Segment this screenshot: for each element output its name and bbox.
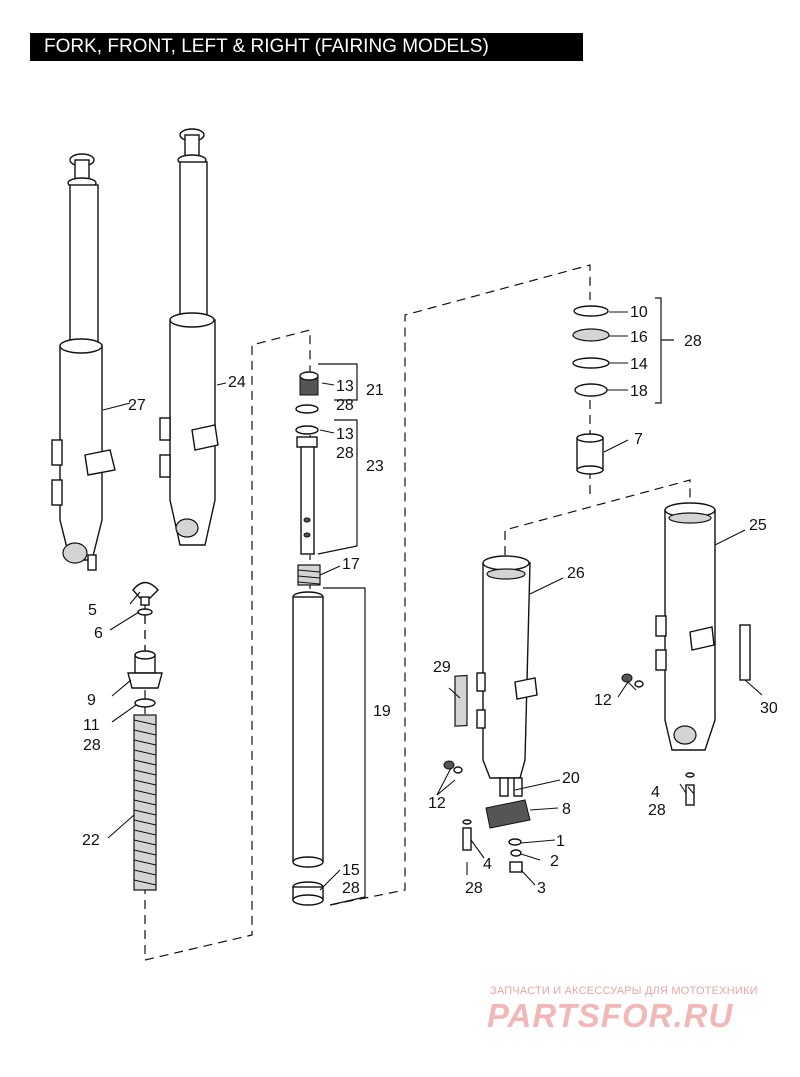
fork-slider-25: [655, 502, 716, 751]
damper-rod-assembly-23: [295, 371, 319, 555]
callout-28-seals: 28: [684, 333, 702, 350]
callout-28-bolt-left: 28: [465, 880, 483, 897]
bracket-23: [317, 419, 358, 555]
callout-28-bushing: 28: [342, 880, 360, 897]
callout-4-right: 4: [651, 784, 660, 801]
callout-28-upper: 28: [336, 397, 354, 414]
bracket-21: [318, 363, 358, 401]
callout-19: 19: [373, 703, 391, 720]
callout-7: 7: [634, 431, 643, 448]
callout-9: 9: [87, 692, 96, 709]
callout-12-right: 12: [594, 692, 612, 709]
bushing-18: [574, 383, 608, 397]
cap-5: [132, 581, 159, 606]
bracket-19: [323, 587, 366, 906]
nut-3: [509, 861, 523, 873]
callout-11: 11: [83, 717, 100, 734]
callout-20: 20: [562, 770, 580, 787]
fork-tube-assembly-24: [159, 128, 219, 546]
callout-10: 10: [630, 304, 648, 321]
callout-12-left: 12: [428, 795, 446, 812]
callout-17: 17: [342, 556, 360, 573]
callout-24: 24: [228, 374, 246, 391]
bolt-4-left: [462, 819, 472, 851]
callout-23: 23: [366, 458, 384, 475]
callout-13-upper: 13: [336, 378, 354, 395]
callout-28-spring: 28: [83, 737, 101, 754]
reflector-29: [454, 674, 468, 727]
bracket-28-seals: [655, 297, 674, 404]
reflector-30: [739, 624, 751, 681]
callout-18: 18: [630, 383, 648, 400]
axle-holder-8: [485, 799, 531, 829]
callout-8: 8: [562, 801, 571, 818]
callout-1: 1: [556, 833, 565, 850]
retaining-ring-10: [573, 305, 609, 317]
callout-15: 15: [342, 862, 360, 879]
callout-30: 30: [760, 700, 778, 717]
fork-tube-assembly-27: [51, 153, 116, 571]
rebound-spring-17: [297, 564, 321, 586]
washer-14: [572, 357, 610, 369]
callout-5: 5: [88, 602, 97, 619]
callout-labels: 5 6 9 11 28 22 27 24 13 28 21 13 28 23 1…: [82, 304, 778, 897]
callout-21: 21: [366, 382, 384, 399]
leader-lines: [102, 311, 763, 891]
callout-3: 3: [537, 880, 546, 897]
callout-26: 26: [567, 565, 585, 582]
callout-28-bolt-right: 28: [648, 802, 666, 819]
seal-16: [572, 328, 610, 342]
bolt-4-right: [685, 772, 695, 806]
fork-slider-26: [476, 555, 538, 797]
callout-29: 29: [433, 659, 451, 676]
fork-spring-22: [133, 714, 157, 891]
diagram-title: FORK, FRONT, LEFT & RIGHT (FAIRING MODEL…: [30, 33, 583, 61]
callout-28-lower: 28: [336, 445, 354, 462]
washer-1: [508, 838, 522, 846]
callout-22: 22: [82, 832, 100, 849]
callout-2: 2: [550, 853, 559, 870]
o-ring-6: [137, 608, 153, 616]
fork-tube-19: [292, 591, 324, 906]
callout-4-left: 4: [483, 856, 492, 873]
callout-13-lower: 13: [336, 426, 354, 443]
lockwasher-2: [510, 849, 522, 857]
spring-seat-9: [127, 650, 163, 689]
ring-13-lower: [295, 425, 319, 435]
sleeve-7: [576, 433, 604, 475]
callout-14: 14: [630, 356, 648, 373]
callout-16: 16: [630, 329, 648, 346]
seal-stack: [572, 305, 610, 397]
alignment-line-left: [144, 329, 311, 961]
ring-13-upper: [295, 404, 319, 414]
watermark-logo: PARTSFOR.RU: [487, 997, 734, 1034]
drain-screw-12-left: [443, 760, 463, 774]
alignment-line-upper-lower: [504, 479, 691, 555]
callout-6: 6: [94, 625, 103, 642]
callout-25: 25: [749, 517, 767, 534]
drain-screw-12-right: [621, 673, 644, 688]
watermark-tagline: ЗАПЧАСТИ И АКСЕССУАРЫ ДЛЯ МОТОТЕХНИКИ: [490, 985, 758, 997]
washer-11: [134, 698, 156, 708]
callout-27: 27: [128, 397, 146, 414]
